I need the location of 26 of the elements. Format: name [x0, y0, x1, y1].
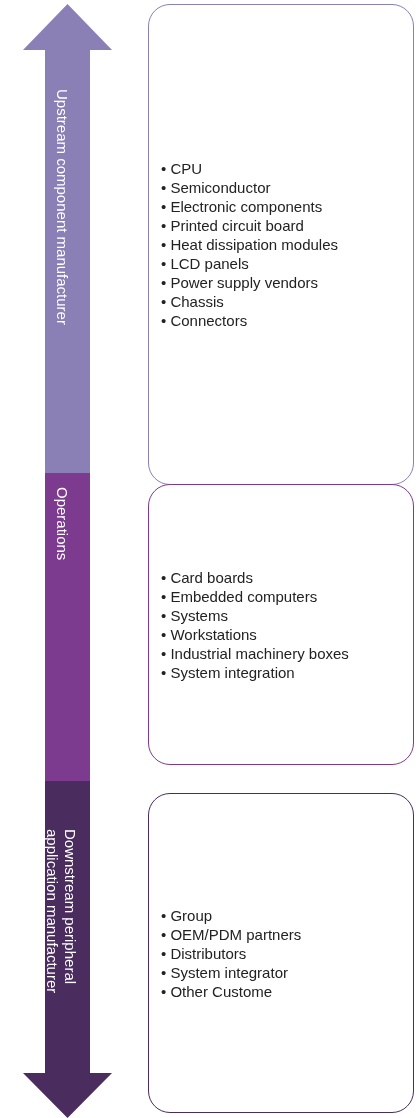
- list-card: [148, 793, 414, 1113]
- stage-label: Upstream component manufacturer: [53, 89, 71, 325]
- bullet-item: • System integration: [161, 662, 296, 682]
- bullet-item: • Power supply vendors: [161, 273, 319, 292]
- bullet-item: • Card boards: [161, 567, 254, 587]
- bullet-item: • Electronic components: [161, 197, 324, 216]
- bullet-item: • Group: [161, 905, 214, 925]
- list-card: [148, 484, 414, 765]
- bullet-item: • Embedded computers: [161, 586, 319, 606]
- bullet-item: • System integrator: [161, 962, 289, 982]
- bullet-item: • Distributors: [161, 943, 248, 963]
- bullet-item: • Workstations: [161, 624, 258, 644]
- bullet-item: • Printed circuit board: [161, 216, 305, 235]
- bullet-item: • Semiconductor: [161, 178, 272, 197]
- stage-label: Operations: [53, 487, 71, 561]
- list-card: [148, 4, 414, 485]
- bullet-item: • Connectors: [161, 311, 249, 330]
- bullet-item: • Heat dissipation modules: [161, 235, 338, 254]
- bullet-item: • LCD panels: [161, 254, 250, 273]
- bullet-item: • Systems: [161, 605, 229, 625]
- bullet-item: • OEM/PDM partners: [161, 924, 302, 944]
- stage-label: Downstream peripheral application manufacturer: [43, 829, 79, 996]
- bullet-item: • Other Custome: [161, 981, 274, 1001]
- bullet-item: • Chassis: [161, 292, 225, 311]
- bullet-item: • CPU: [161, 159, 204, 178]
- bullet-item: • Industrial machinery boxes: [161, 643, 349, 663]
